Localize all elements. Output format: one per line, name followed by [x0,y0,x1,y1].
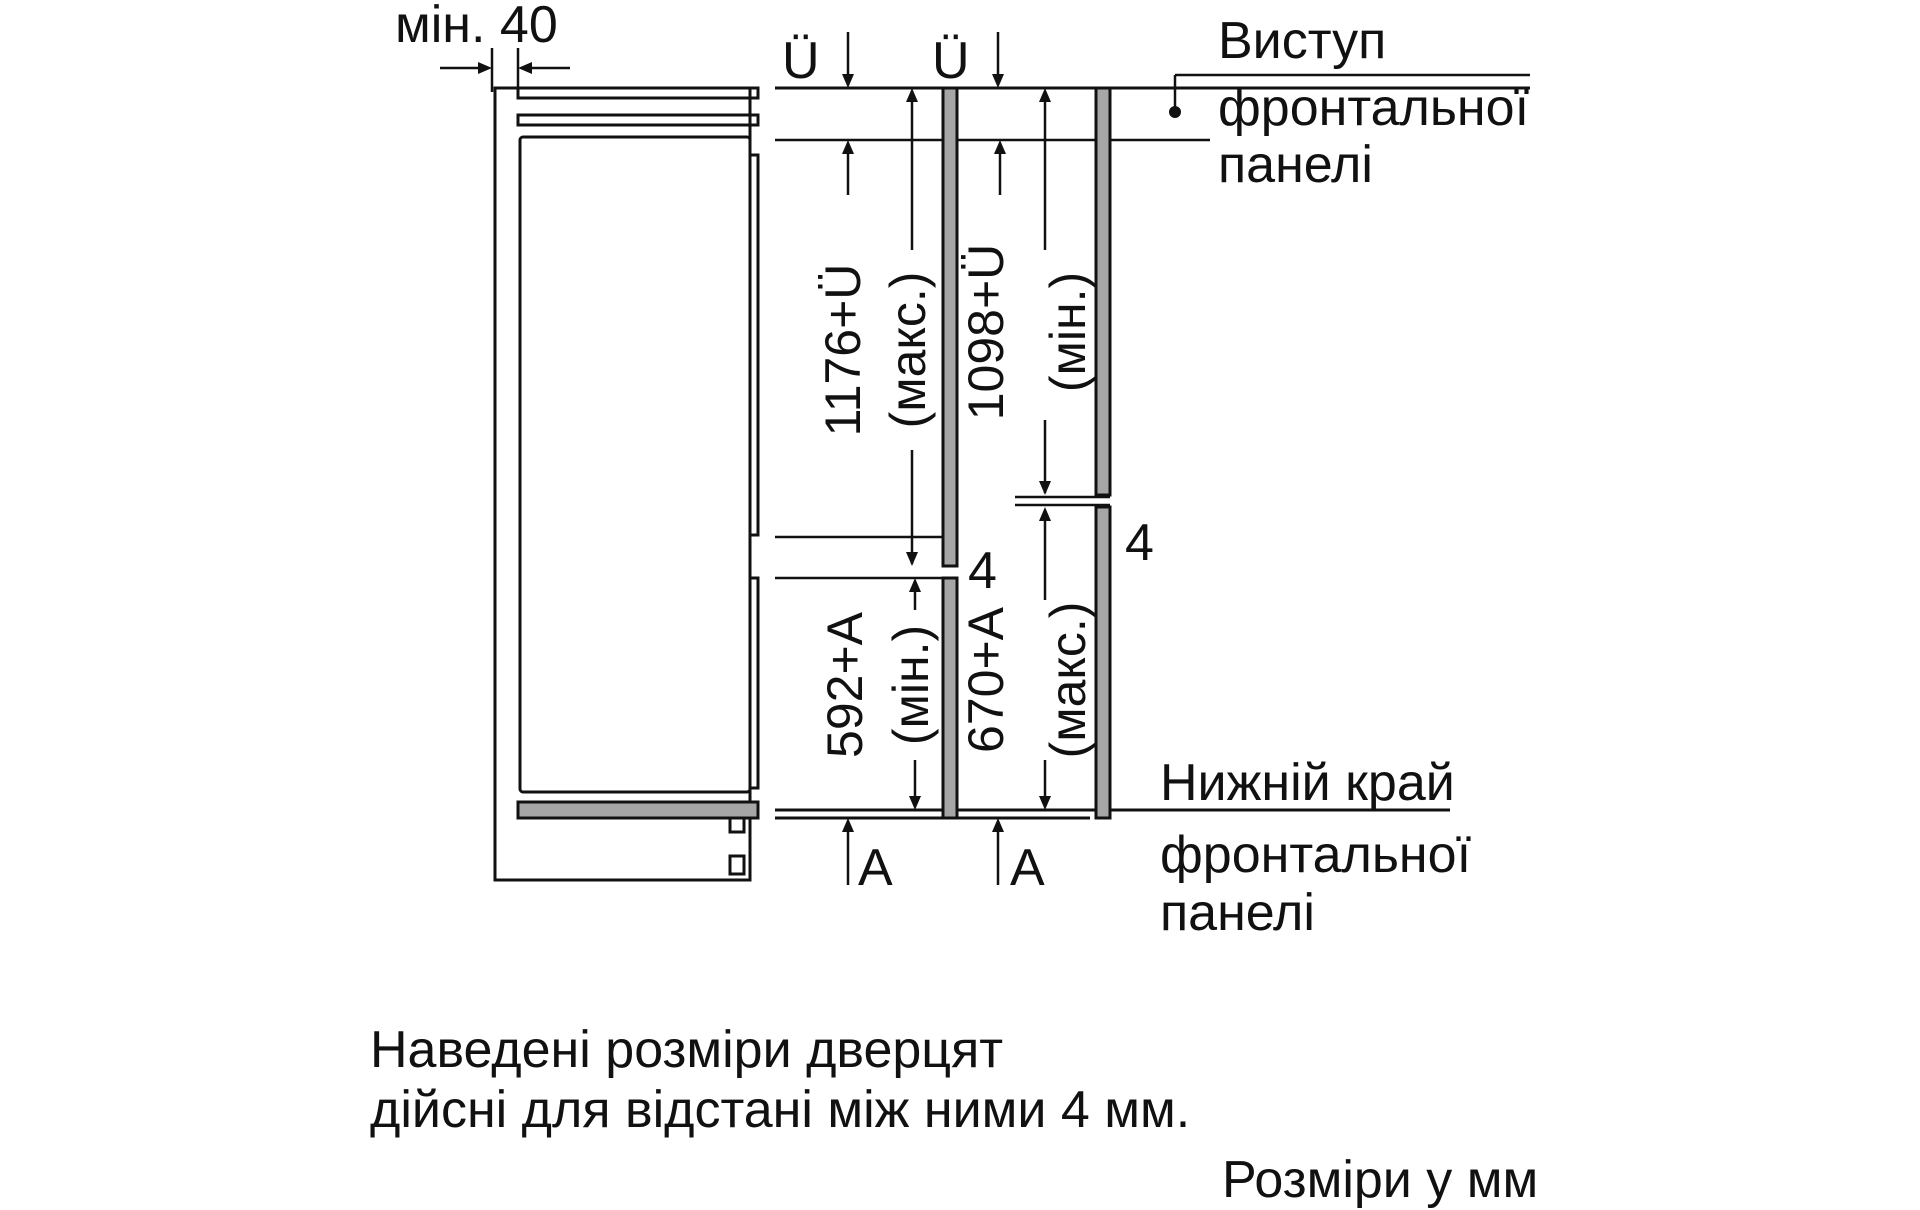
dim-1176-value: 1176+Ü [815,264,871,437]
foot-block-1 [728,816,746,834]
u-right-up-arrow [994,140,1006,154]
top-edge-line2: фронтальної [1218,79,1529,137]
min-gap-arrow-left [478,62,492,74]
dimension-labels: 1176+Ü (макс.) 1098+Ü (мін.) 592+A (мін.… [815,244,1096,759]
bottom-edge-title: Нижній край [1160,754,1455,812]
dim-592-value: 592+A [817,611,873,758]
top-board-1 [516,86,760,100]
top-edge-line3: панелі [1218,136,1373,194]
overhang-u-right-arrow [992,74,1004,88]
foot-block-2 [728,854,746,876]
a-left-label: A [858,839,893,897]
gap-middle-label: 4 [968,542,997,600]
min-gap-label: мін. 40 [395,0,558,54]
u-left-up-arrow [842,140,854,154]
a-left-arrow [842,818,854,832]
top-edge-callout: Виступ фронтальної панелі [1169,12,1530,194]
door-note-line1: Наведені розміри дверцят [370,1021,1004,1079]
dim-670-note: (макс.) [1040,602,1096,759]
dim-1176-arrow-top [906,88,918,102]
dim-592-arrow-bottom [909,796,921,810]
reference-lines [775,86,1530,820]
dim-592-arrow-top [909,578,921,592]
units-note: Розміри у мм [1222,1151,1539,1209]
left-upper-door-panel [941,86,959,568]
dim-1176-arrow-bottom [906,552,918,566]
top-board-2 [516,113,760,127]
top-edge-title: Виступ [1218,12,1386,70]
overhang-u-left-arrow [842,74,854,88]
min-gap-dimension: мін. 40 [395,0,570,92]
top-edge-leader-dot [1169,106,1181,118]
gap-right-label: 4 [1125,514,1154,572]
door-note-line2: дійсні для відстані між ними 4 мм. [370,1081,1191,1139]
dim-1098-arrow-bottom [1039,481,1051,495]
dim-592-note: (мін.) [883,625,939,745]
dimension-lines [842,88,1051,885]
overhang-u-left: Ü [782,32,820,90]
hinge-strip-lower [748,576,760,790]
door-panels [941,86,1112,820]
bottom-edge-line3: панелі [1160,884,1315,942]
dim-1098-value: 1098+Ü [958,244,1014,421]
appliance-body [518,135,752,794]
niche-outline [493,86,760,882]
a-right-arrow [992,818,1004,832]
bottom-edge-line2: фронтальної [1160,826,1471,884]
dim-670-arrow-top [1039,507,1051,521]
plinth-board [516,800,760,820]
hinge-strip-upper [748,153,760,537]
dim-1098-arrow-top [1039,88,1051,102]
dim-670-arrow-bottom [1039,796,1051,810]
a-right-label: A [1010,839,1045,897]
dim-670-value: 670+A [958,606,1014,753]
min-gap-arrow-right [518,62,532,74]
niche-frame [493,86,752,882]
dim-1176-note: (макс.) [880,272,936,429]
left-lower-door-panel [941,576,959,820]
overhang-markers: Ü Ü [782,32,1006,195]
overhang-u-right: Ü [932,32,970,90]
right-lower-door-panel [1094,505,1112,820]
bottom-edge-callout: Нижній край фронтальної панелі [1160,754,1471,942]
dim-1098-note: (мін.) [1040,272,1096,392]
right-upper-door-panel [1094,86,1112,497]
